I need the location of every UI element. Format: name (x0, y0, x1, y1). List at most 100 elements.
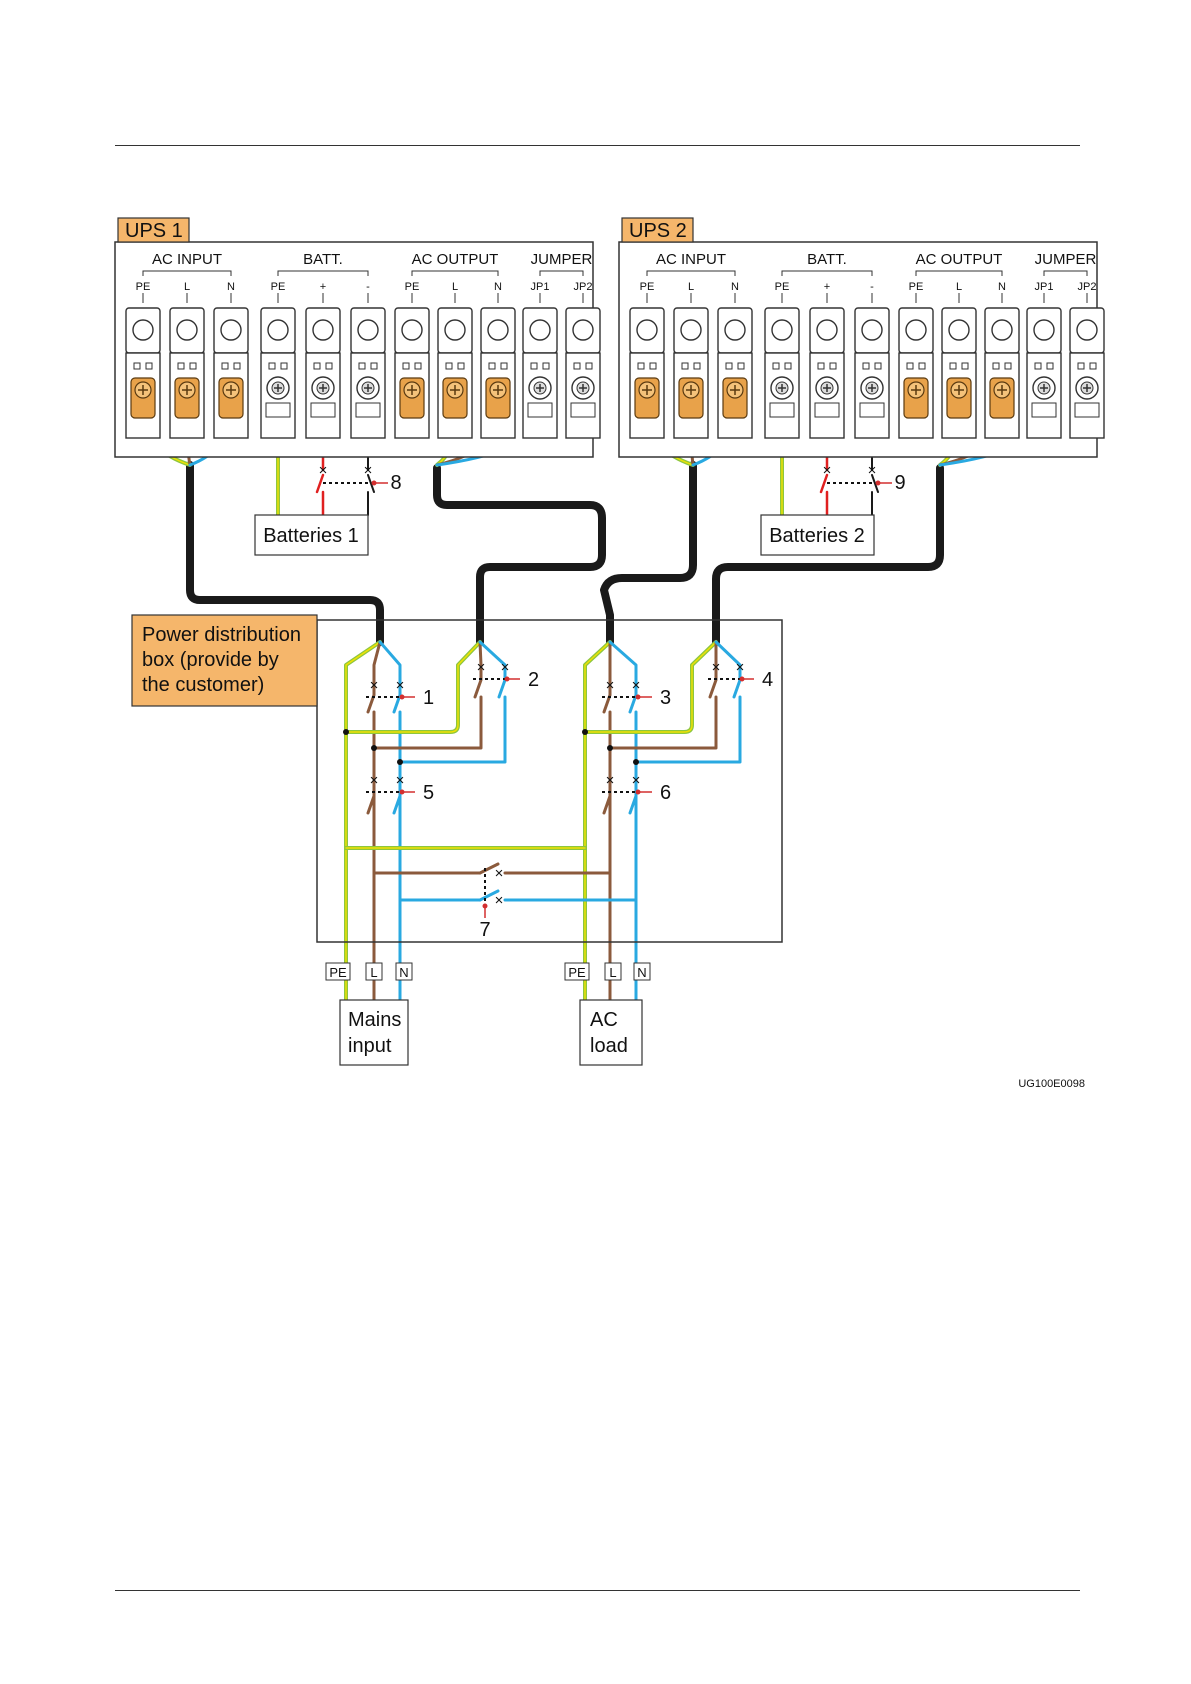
copper-terminal (213, 307, 249, 439)
terminal-label: L (956, 281, 962, 293)
terminal-group-label: BATT. (303, 251, 343, 268)
pdb-l-b2 (372, 640, 483, 750)
terminal-group-label: JUMPER (1035, 251, 1097, 268)
pdb-label-line: the customer) (142, 674, 264, 696)
ac-load-label: load (590, 1035, 628, 1057)
mains-label: input (348, 1035, 392, 1057)
breaker-contact: × (868, 462, 877, 479)
terminal-label: L (688, 281, 694, 293)
battery-box (254, 514, 369, 556)
pdb-l-b5 (366, 794, 376, 815)
cable-ups1-output (433, 464, 606, 646)
copper-terminal (437, 307, 473, 439)
terminal-group-label: AC OUTPUT (412, 251, 499, 268)
terminal-label: PE (775, 281, 790, 293)
screw-terminal (305, 307, 341, 439)
ac-load-label: AC (590, 1009, 618, 1031)
terminal-label: PE (136, 281, 151, 293)
mains-label: Mains (348, 1009, 401, 1031)
mains-terminal-box (325, 962, 351, 981)
callout-dot (739, 676, 745, 682)
terminal-label: N (494, 281, 502, 293)
group-bracket (539, 270, 584, 276)
terminal-label: + (824, 281, 830, 293)
breaker-contact: × (823, 462, 832, 479)
breaker-contact: × (632, 772, 641, 789)
pdb-n-left (378, 640, 402, 1002)
breaker-contact: × (736, 659, 745, 676)
screw-terminal (522, 307, 558, 439)
bypass-live-blade (478, 862, 500, 875)
terminal-label: N (998, 281, 1006, 293)
load-terminal-label: N (637, 965, 646, 980)
footer-rule (115, 1590, 1080, 1591)
pdb-label-line: Power distribution (142, 624, 301, 646)
load-terminal-label: PE (568, 965, 586, 980)
ups-title: UPS 1 (125, 220, 183, 242)
group-bracket (277, 270, 369, 276)
cable-ups2-output (712, 464, 944, 646)
pdb-label-line: box (provide by (142, 649, 279, 671)
callout-dot (504, 676, 510, 682)
callout-dot (875, 480, 881, 486)
batt2-pos2 (819, 473, 829, 517)
breaker-contact: × (606, 677, 615, 694)
cable-ups1-input (186, 461, 384, 646)
switch-number-2: 2 (528, 669, 539, 691)
terminal-group-label: AC INPUT (656, 251, 726, 268)
breaker-contact: × (501, 659, 510, 676)
switch-number-5: 5 (423, 782, 434, 804)
group-bracket (915, 270, 1003, 276)
mains-terminal-box (365, 962, 383, 981)
pdb-pe-b2-stripe (345, 641, 481, 733)
junction-dot (633, 759, 639, 765)
mains-terminal-label: N (399, 965, 408, 980)
terminal-label: N (731, 281, 739, 293)
ups-title: UPS 2 (629, 220, 687, 242)
group-bracket (142, 270, 232, 276)
group-bracket (646, 270, 736, 276)
terminal-label: L (184, 281, 190, 293)
junction-dot (343, 729, 349, 735)
terminal-label: PE (271, 281, 286, 293)
pdb-n-b6 (628, 794, 638, 815)
screw-terminal (809, 307, 845, 439)
terminal-group-label: JUMPER (531, 251, 593, 268)
pdb-pe-b4-stripe (584, 641, 717, 733)
copper-terminal (898, 307, 934, 439)
pdb-n-b2 (398, 640, 507, 764)
terminal-label: JP2 (1078, 281, 1097, 293)
switch-number-7: 7 (479, 919, 490, 941)
terminal-label: + (320, 281, 326, 293)
terminal-label: PE (640, 281, 655, 293)
terminal-label: - (870, 281, 874, 293)
mains-terminal-label: L (370, 965, 377, 980)
mains-terminal-label: PE (329, 965, 347, 980)
header-rule (115, 145, 1080, 146)
ups-title-box (117, 217, 190, 243)
group-bracket (1043, 270, 1088, 276)
junction-dot (397, 759, 403, 765)
ups-layer (114, 241, 1105, 458)
breaker-contact: × (364, 462, 373, 479)
power-distribution-box (316, 619, 783, 943)
pdb-n-b4 (634, 640, 742, 764)
terminal-group-label: AC INPUT (152, 251, 222, 268)
breaker-contact: × (712, 659, 721, 676)
switch-number-6: 6 (660, 782, 671, 804)
breaker-contact: × (396, 772, 405, 789)
pdb-label-box (131, 614, 318, 707)
switch-number-8: 8 (390, 472, 401, 494)
pdb-n-right (608, 640, 638, 1002)
terminal-group-label: BATT. (807, 251, 847, 268)
copper-terminal (717, 307, 753, 439)
cable-ups2-input (600, 461, 697, 646)
copper-terminal (169, 307, 205, 439)
pdb-l-right (602, 640, 612, 1002)
switch-number-3: 3 (660, 687, 671, 709)
mains-input-box (339, 999, 409, 1066)
pdb-n-b5 (392, 794, 402, 815)
battery-box (760, 514, 875, 556)
terminal-label: PE (909, 281, 924, 293)
